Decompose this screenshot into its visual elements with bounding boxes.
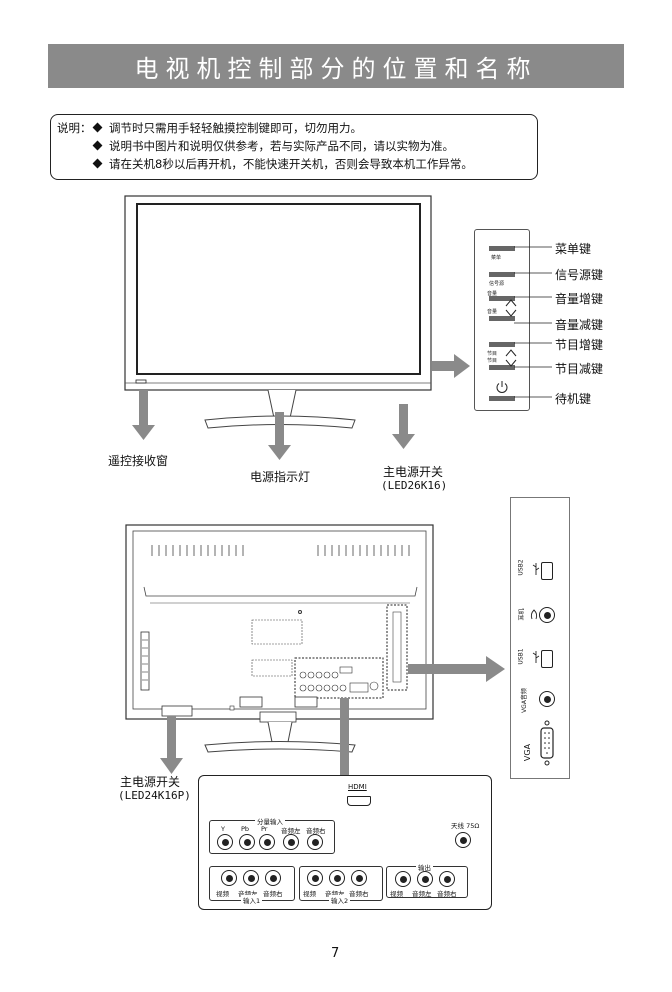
output-audio-left-jack[interactable] xyxy=(417,871,433,887)
component-y-label: Y xyxy=(221,825,225,833)
component-pr-label: Pr xyxy=(261,825,268,833)
menu-key-label: 菜单键 xyxy=(555,242,592,256)
page-title: 电视机控制部分的位置和名称 xyxy=(48,44,624,88)
standby-button[interactable] xyxy=(489,396,515,401)
io-panel: HDMI 分量输入 Y Pb Pr 音频左 音频右 天线 75Ω 视频 音频左 … xyxy=(198,775,492,910)
channel-updown-icon xyxy=(505,349,517,367)
usb-icon xyxy=(532,651,540,663)
component-input-title: 分量输入 xyxy=(255,816,285,826)
power-indicator-label: 电源指示灯 xyxy=(250,470,311,484)
input1-title: 输入1 xyxy=(241,895,263,905)
page-number: 7 xyxy=(331,946,340,961)
main-power-switch-back-label: 主电源开关 xyxy=(120,775,181,789)
input1-video-label: 视频 xyxy=(216,890,229,898)
usb1-label: USB1 xyxy=(517,648,525,665)
earphone-jack[interactable] xyxy=(539,607,555,623)
remote-window-label: 遥控接收窗 xyxy=(108,454,169,468)
component-audio-left-jack[interactable] xyxy=(283,834,299,850)
usb1-port[interactable] xyxy=(541,650,553,668)
vga-audio-jack[interactable] xyxy=(539,691,555,707)
antenna-jack[interactable] xyxy=(455,832,471,848)
earphone-label: 耳机 xyxy=(518,608,526,621)
component-pb-jack[interactable] xyxy=(239,834,255,850)
source-key-label: 信号源键 xyxy=(555,268,604,282)
channel-up-button[interactable] xyxy=(489,342,515,347)
main-power-switch-front-label: 主电源开关 xyxy=(383,465,444,479)
vga-audio-label: VGA音频 xyxy=(520,688,528,713)
note-line-1: 调节时只需用手轻轻触摸控制键即可，切勿用力。 xyxy=(91,119,362,137)
output-audio-right-jack[interactable] xyxy=(439,871,455,887)
component-audio-right-label: 音频右 xyxy=(306,827,326,835)
output-audio-left-label: 音频左 xyxy=(412,890,432,898)
usb2-label: USB2 xyxy=(517,559,525,576)
input2-audio-left-label: 音频左 xyxy=(325,890,345,898)
channel-down-button[interactable] xyxy=(489,365,515,370)
usb-icon xyxy=(532,563,540,575)
component-pr-jack[interactable] xyxy=(259,834,275,850)
side-jack-panel: USB2 耳机 USB1 VGA音频 VGA xyxy=(510,497,570,779)
note-line-2: 说明书中图片和说明仅供参考，若与实际产品不同，请以实物为准。 xyxy=(91,137,454,155)
volume-updown-icon xyxy=(505,299,517,317)
note-box: 说明： 调节时只需用手轻轻触摸控制键即可，切勿用力。 说明书中图片和说明仅供参考… xyxy=(50,114,538,180)
input2-audio-right-jack[interactable] xyxy=(351,870,367,886)
output-video-jack[interactable] xyxy=(395,871,411,887)
note-label: 说明： xyxy=(57,121,92,135)
vga-port[interactable] xyxy=(539,720,555,766)
output-title: 输出 xyxy=(416,862,433,872)
channel-up-key-label: 节目增键 xyxy=(555,338,604,352)
input2-audio-left-jack[interactable] xyxy=(329,870,345,886)
volume-up-key-label: 音量增键 xyxy=(555,292,604,306)
hdmi-port[interactable] xyxy=(347,796,371,806)
menu-button[interactable] xyxy=(489,246,515,251)
input2-video-label: 视频 xyxy=(303,890,316,898)
menu-button-label: 菜单 xyxy=(491,255,502,261)
input1-audio-right-jack[interactable] xyxy=(265,870,281,886)
volume-down-button[interactable] xyxy=(489,316,515,321)
channel-down-key-label: 节目减键 xyxy=(555,362,604,376)
volume-down-key-label: 音量减键 xyxy=(555,318,604,332)
volume-up-label: 音量 xyxy=(487,291,498,297)
standby-key-label: 待机键 xyxy=(555,392,592,406)
volume-up-button[interactable] xyxy=(489,296,515,301)
input2-title: 输入2 xyxy=(329,895,351,905)
channel-up-label: 节目 xyxy=(487,351,498,357)
vga-label: VGA xyxy=(523,743,533,762)
hdmi-label: HDMI xyxy=(348,783,367,791)
input1-audio-left-label: 音频左 xyxy=(238,890,258,898)
usb2-port[interactable] xyxy=(541,562,553,580)
input1-video-jack[interactable] xyxy=(221,870,237,886)
input2-video-jack[interactable] xyxy=(307,870,323,886)
volume-down-label: 音量 xyxy=(487,309,498,315)
component-audio-right-jack[interactable] xyxy=(307,834,323,850)
component-y-jack[interactable] xyxy=(217,834,233,850)
channel-down-label: 节目 xyxy=(487,358,498,364)
source-button-label: 信号源 xyxy=(489,281,505,287)
component-audio-left-label: 音频左 xyxy=(281,827,301,835)
source-button[interactable] xyxy=(489,272,515,277)
component-pb-label: Pb xyxy=(241,825,250,833)
side-control-panel: 菜单 信号源 音量 音量 节目 节目 xyxy=(474,229,530,411)
input1-audio-left-jack[interactable] xyxy=(243,870,259,886)
note-line-3: 请在关机8秒以后再开机，不能快速开关机，否则会导致本机工作异常。 xyxy=(91,155,473,173)
main-power-model-front: (LED26K16) xyxy=(381,479,448,492)
panel-leader-lines xyxy=(514,246,552,398)
output-video-label: 视频 xyxy=(390,890,403,898)
input2-audio-right-label: 音频右 xyxy=(349,890,369,898)
input1-audio-right-label: 音频右 xyxy=(263,890,283,898)
power-icon xyxy=(496,381,508,393)
headphone-icon xyxy=(530,609,538,620)
antenna-label: 天线 75Ω xyxy=(451,822,480,830)
output-audio-right-label: 音频右 xyxy=(437,890,457,898)
main-power-model-back: (LED24K16P) xyxy=(118,789,191,802)
